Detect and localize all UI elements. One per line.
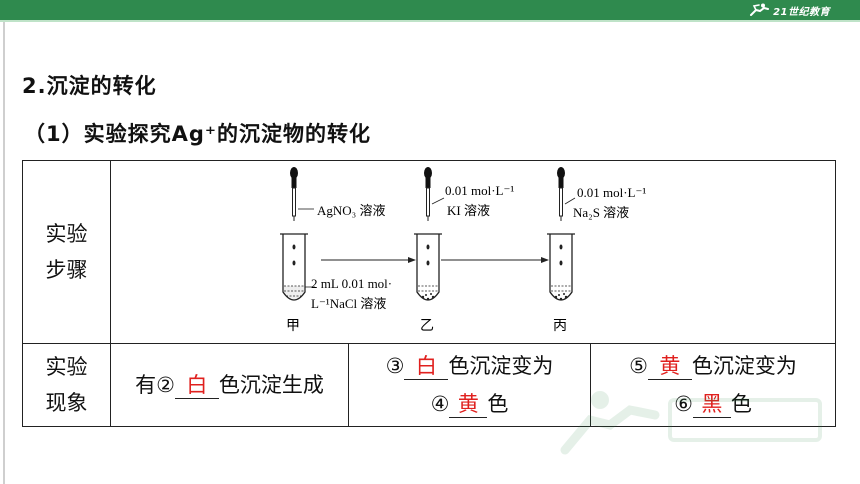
answer-blank-3: 白 [404, 353, 449, 380]
header-bar: 21世纪教育 [0, 0, 860, 20]
reagent-label-agno3: AgNO₃ 溶液 [317, 203, 385, 218]
tube-label-yi: 乙 [420, 318, 434, 334]
experiment-table: 实验 步骤 [22, 160, 836, 427]
content-label-nacl-1: 2 mL 0.01 mol· [311, 276, 392, 291]
steps-row-label: 实验 步骤 [22, 160, 111, 344]
tube-label-jia: 甲 [286, 319, 300, 334]
test-tube-yi [414, 166, 445, 301]
answer-blank-4: 黄 [449, 391, 488, 418]
experiment-diagram: AgNO₃ 溶液 2 mL 0.01 mol· L⁻¹NaCl 溶液 甲 [280, 166, 646, 334]
reagent-label-na2s-1: 0.01 mol·L⁻¹ [577, 185, 646, 200]
answer-blank-2: 白 [174, 372, 219, 399]
observations-row-label: 实验 现象 [22, 343, 111, 427]
answer-blank-6: 黑 [692, 391, 731, 418]
runner-icon [750, 3, 770, 16]
test-tube-jia [280, 166, 315, 301]
logo-text: 21世纪教育 [773, 6, 830, 18]
section-heading: 2.沉淀的转化 [22, 74, 157, 98]
tube-label-bing: 丙 [553, 319, 567, 334]
reagent-label-ki-1: 0.01 mol·L⁻¹ [445, 183, 514, 198]
section-subheading: （1）实验探究Ag⁺的沉淀物的转化 [24, 122, 371, 146]
steps-row: 实验 步骤 [22, 160, 836, 344]
content-label-nacl-2: L⁻¹NaCl 溶液 [311, 296, 386, 311]
answer-blank-5: 黄 [647, 353, 692, 380]
test-tube-bing [547, 166, 576, 301]
header-underline [0, 20, 860, 22]
reagent-label-na2s-2: Na₂S 溶液 [573, 205, 629, 220]
reagent-label-ki-2: KI 溶液 [447, 203, 490, 218]
left-margin-rule [3, 22, 5, 484]
brand-logo: 21世纪教育 [748, 1, 830, 19]
experiment-diagram-cell: AgNO₃ 溶液 2 mL 0.01 mol· L⁻¹NaCl 溶液 甲 [110, 160, 836, 344]
